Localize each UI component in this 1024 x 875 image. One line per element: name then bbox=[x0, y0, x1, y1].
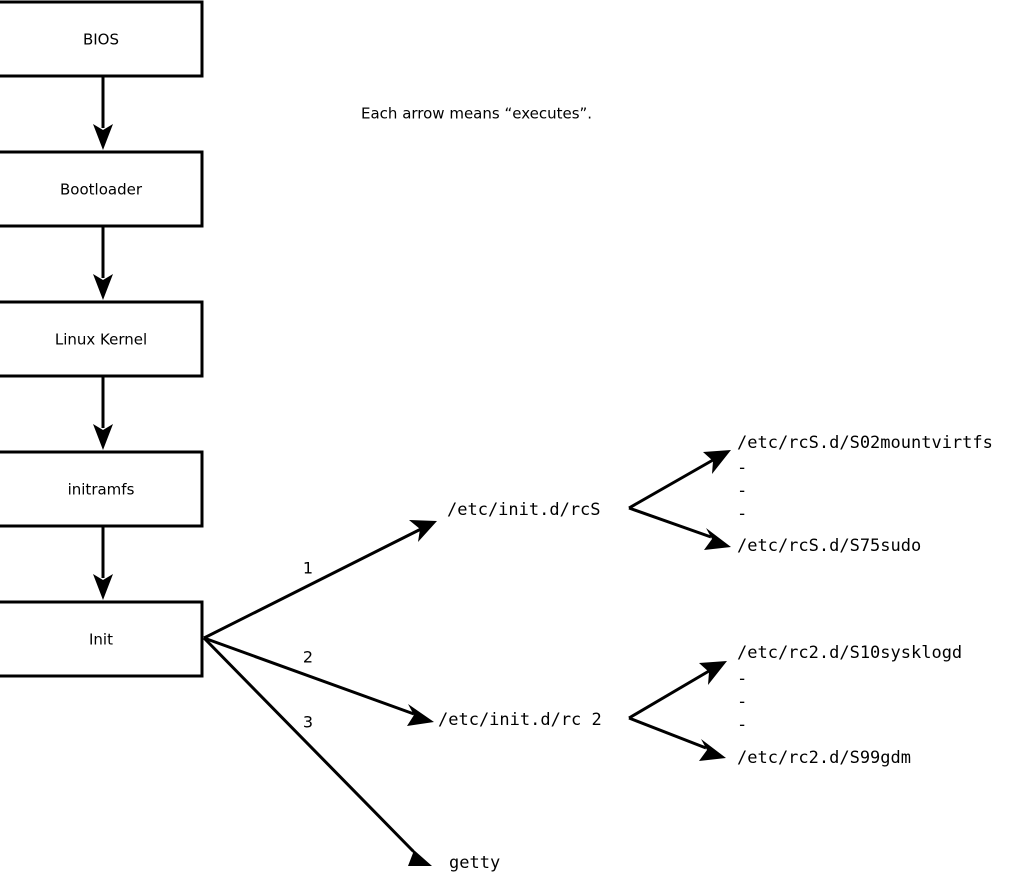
initramfs-label: initramfs bbox=[68, 481, 135, 499]
arrow-bootloader-to-kernel bbox=[93, 226, 113, 300]
arrow-init-to-rc2: 2 bbox=[203, 636, 434, 726]
arrow-initramfs-to-init bbox=[93, 526, 113, 600]
arrow-head-icon bbox=[93, 274, 113, 300]
edge-number-1: 1 bbox=[303, 559, 313, 578]
arrow-head-icon bbox=[407, 704, 434, 726]
rc2-ellipsis-dash-3: - bbox=[737, 715, 747, 735]
arrow-rc2-to-last-script bbox=[628, 716, 726, 761]
node-bios: BIOS bbox=[0, 0, 204, 78]
bios-label: BIOS bbox=[83, 31, 119, 49]
arrow-head-icon bbox=[704, 528, 731, 550]
rc2-script-last: /etc/rc2.d/S99gdm bbox=[737, 748, 911, 768]
edge-number-3: 3 bbox=[303, 713, 313, 732]
bootloader-label: Bootloader bbox=[60, 181, 143, 199]
rcs-ellipsis-dash-2: - bbox=[737, 481, 747, 501]
rcs-ellipsis-dash-3: - bbox=[737, 504, 747, 524]
bios-box bbox=[0, 0, 204, 78]
arrow-init-to-getty: 3 bbox=[202, 636, 432, 866]
arrow-bios-to-bootloader bbox=[93, 76, 113, 150]
rc2-ellipsis-dash-2: - bbox=[737, 692, 747, 712]
rcs-script-first: /etc/rcS.d/S02mountvirtfs bbox=[737, 433, 993, 453]
rc2-ellipsis-dash-1: - bbox=[737, 669, 747, 689]
init-label: Init bbox=[89, 631, 113, 649]
arrow-init-to-rcs: 1 bbox=[203, 520, 437, 640]
arrow-rcs-to-last-script bbox=[628, 506, 731, 550]
arrow-head-icon bbox=[699, 739, 726, 761]
node-initramfs: initramfs bbox=[0, 450, 204, 528]
node-linux-kernel: Linux Kernel bbox=[0, 300, 204, 378]
init-target-getty-label: getty bbox=[449, 853, 500, 873]
initramfs-box bbox=[0, 450, 204, 528]
node-init: Init bbox=[0, 600, 204, 678]
init-target-rcs-label: /etc/init.d/rcS bbox=[447, 500, 601, 520]
init-target-rc2-label: /etc/init.d/rc 2 bbox=[438, 710, 602, 730]
node-bootloader: Bootloader bbox=[0, 150, 204, 228]
edge-number-2: 2 bbox=[303, 648, 313, 667]
arrow-head-icon bbox=[93, 124, 113, 150]
arrow-kernel-to-initramfs bbox=[93, 376, 113, 450]
arrow-head-icon bbox=[409, 520, 437, 542]
arrow-head-icon bbox=[699, 661, 727, 685]
linux-kernel-box bbox=[0, 300, 204, 378]
arrow-head-icon bbox=[93, 424, 113, 450]
rcs-ellipsis-dash-1: - bbox=[737, 458, 747, 478]
arrow-head-icon bbox=[93, 574, 113, 600]
rc2-script-first: /etc/rc2.d/S10sysklogd bbox=[737, 643, 962, 663]
rcs-script-last: /etc/rcS.d/S75sudo bbox=[737, 536, 921, 556]
arrow-head-icon bbox=[703, 450, 731, 474]
arrow-rc2-to-first-script bbox=[628, 661, 727, 720]
arrow-rcs-to-first-script bbox=[628, 450, 731, 510]
linux-kernel-label: Linux Kernel bbox=[55, 331, 147, 349]
init-box bbox=[0, 600, 204, 678]
bootloader-box bbox=[0, 150, 204, 228]
diagram-caption: Each arrow means “executes”. bbox=[361, 105, 592, 123]
arrow-head-icon bbox=[406, 843, 432, 866]
